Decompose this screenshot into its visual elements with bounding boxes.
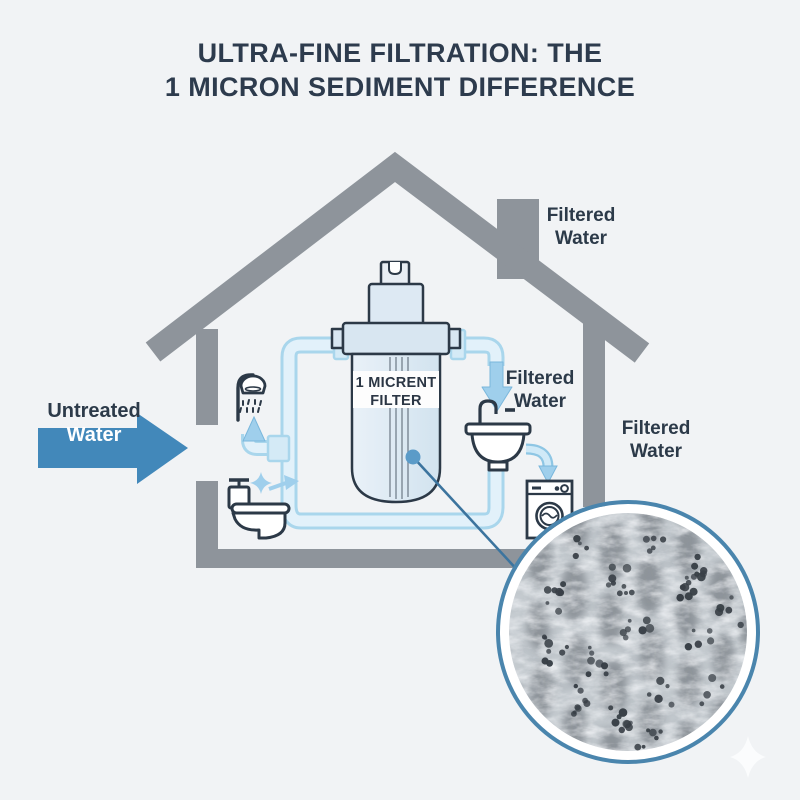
shower-icon <box>236 373 267 422</box>
filter-unit-label: 1 MICRENT FILTER <box>355 375 437 409</box>
house-icon <box>145 151 650 568</box>
callout-dot <box>405 449 421 465</box>
pipe-loop <box>241 328 505 530</box>
sparkle-icon <box>730 736 766 778</box>
filtered-water-label-outside: Filtered Water <box>621 418 691 462</box>
filtered-flow-arrow-icon <box>242 361 558 494</box>
toilet-icon <box>227 478 291 540</box>
sink-icon <box>464 399 532 472</box>
filtered-water-label-roof: Filtered Water <box>546 205 616 249</box>
title-line2: 1 MICRON SEDIMENT DIFFERENCE <box>164 72 636 102</box>
sparkle-arrow-toilet <box>250 472 299 494</box>
filter-canister-icon <box>330 260 462 504</box>
filtered-water-label-sink: Filtered Water <box>505 368 575 412</box>
magnified-filter-media <box>496 500 760 764</box>
untreated-water-label: Untreated Water <box>47 400 141 446</box>
untreated-flow-arrow-icon <box>38 413 188 484</box>
title-line1: ULTRA-FINE FILTRATION: THE <box>197 38 603 68</box>
page-title: ULTRA-FINE FILTRATION: THE 1 MICRON SEDI… <box>0 36 800 104</box>
